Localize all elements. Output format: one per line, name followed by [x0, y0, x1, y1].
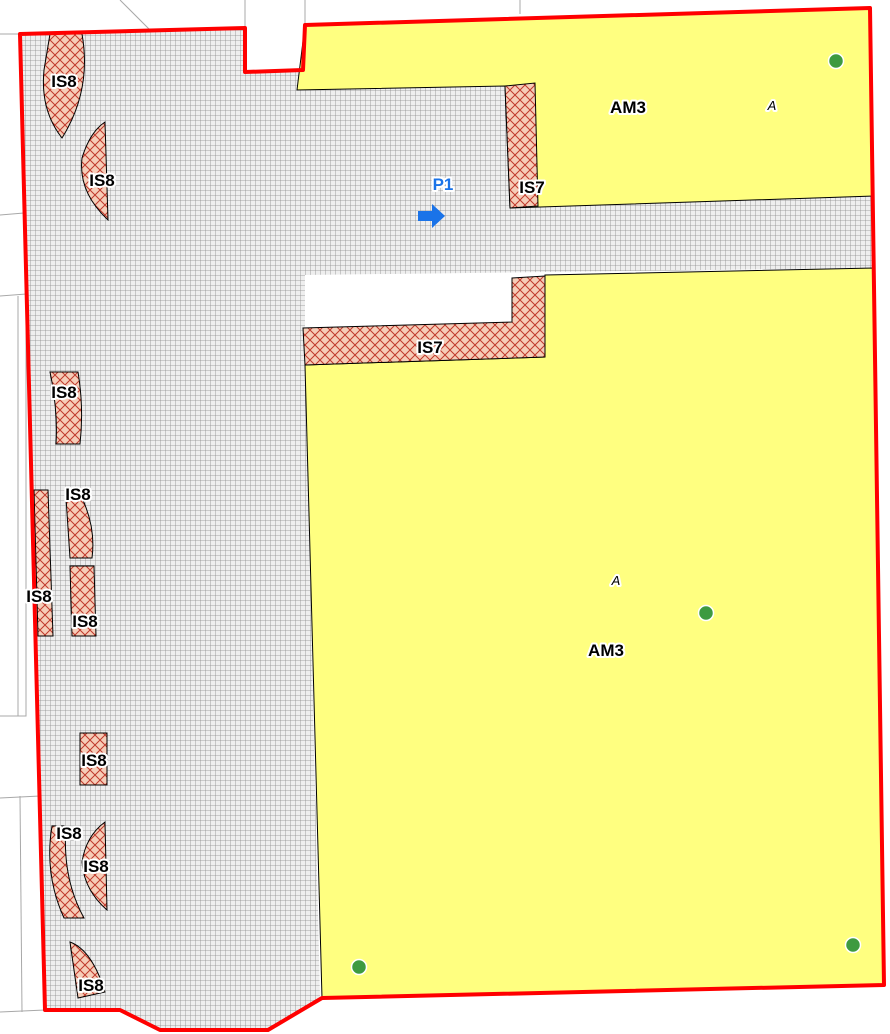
is8-label: IS8 — [78, 976, 104, 995]
gray-grid-zone — [20, 8, 874, 1030]
is8-label: IS8 — [89, 171, 115, 190]
is8-zone[interactable] — [65, 497, 94, 559]
green-dot-icon[interactable] — [697, 604, 715, 622]
is7-zone-north[interactable] — [504, 82, 539, 209]
green-dot-icon[interactable] — [844, 936, 862, 954]
is8-zones — [33, 33, 109, 999]
is7-label-north: IS7 — [519, 178, 545, 197]
a-label-north: A — [767, 98, 777, 113]
is8-label: IS8 — [51, 383, 77, 402]
site-boundary — [18, 6, 886, 1032]
is8-zone[interactable] — [49, 371, 83, 445]
is8-label: IS8 — [56, 824, 82, 843]
is8-label: IS8 — [83, 857, 109, 876]
p1-label: P1 — [433, 175, 454, 194]
is8-zone[interactable] — [79, 732, 108, 786]
is8-label: IS8 — [65, 485, 91, 504]
is8-zone[interactable] — [33, 489, 54, 637]
am3-label-north: AM3 — [610, 98, 646, 117]
is7-zone-south[interactable] — [302, 275, 546, 366]
is8-zone[interactable] — [49, 825, 85, 919]
is8-zone[interactable] — [81, 821, 108, 912]
is8-label: IS8 — [81, 751, 107, 770]
am3-label-south: AM3 — [588, 641, 624, 660]
is8-label: IS8 — [72, 612, 98, 631]
green-dot-icon[interactable] — [350, 958, 368, 976]
arrow-right-icon[interactable] — [418, 204, 445, 228]
is8-zone[interactable] — [42, 33, 85, 139]
is8-label: IS8 — [51, 72, 77, 91]
is8-zone[interactable] — [69, 941, 106, 999]
is7-label-south: IS7 — [417, 338, 443, 357]
green-dot-icon[interactable] — [827, 52, 845, 70]
am3-zone-south[interactable] — [304, 267, 885, 999]
survey-points — [350, 52, 862, 976]
a-label-south: A — [611, 573, 621, 588]
is8-zone[interactable] — [81, 121, 109, 222]
cadastral-lines — [0, 0, 521, 1013]
is8-zone[interactable] — [69, 565, 97, 637]
is8-label: IS8 — [26, 587, 52, 606]
